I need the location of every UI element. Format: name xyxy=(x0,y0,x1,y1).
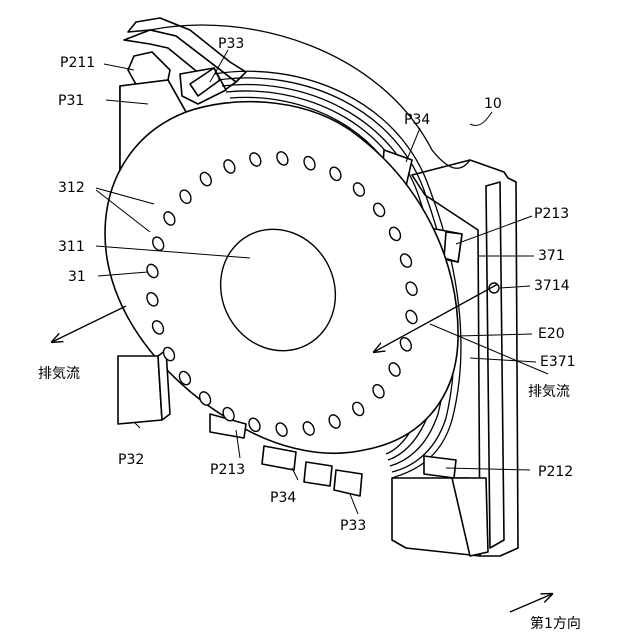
label-371: 371 xyxy=(538,248,565,264)
label-e20: E20 xyxy=(538,326,565,342)
label-p33-bottom: P33 xyxy=(340,518,366,534)
p32-tab xyxy=(118,356,162,424)
label-p213-bottom: P213 xyxy=(210,462,245,478)
label-311: 311 xyxy=(58,239,85,255)
label-p34-top: P34 xyxy=(404,112,430,128)
label-e371: E371 xyxy=(540,354,576,370)
label-p211: P211 xyxy=(60,55,95,71)
label-312: 312 xyxy=(58,180,85,196)
label-p34-bottom: P34 xyxy=(270,490,296,506)
label-exhaust-left: 排気流 xyxy=(38,366,80,382)
exhaust-arrow-left xyxy=(52,306,126,342)
label-p31: P31 xyxy=(58,93,84,109)
p212-tab xyxy=(424,456,456,478)
label-p32: P32 xyxy=(118,452,144,468)
label-3714: 3714 xyxy=(534,278,570,294)
p34-tab-bottom xyxy=(262,446,296,470)
label-p213-right: P213 xyxy=(534,206,569,222)
p33-tab-bottom xyxy=(334,470,362,496)
direction-arrow xyxy=(510,594,552,612)
label-31: 31 xyxy=(68,269,86,285)
label-p33-top: P33 xyxy=(218,36,244,52)
rear-plate-inner xyxy=(486,182,504,548)
label-direction: 第1方向 xyxy=(530,615,581,632)
label-p212: P212 xyxy=(538,464,573,480)
label-fig-no: 10 xyxy=(484,96,502,112)
label-exhaust-right: 排気流 xyxy=(528,384,570,400)
